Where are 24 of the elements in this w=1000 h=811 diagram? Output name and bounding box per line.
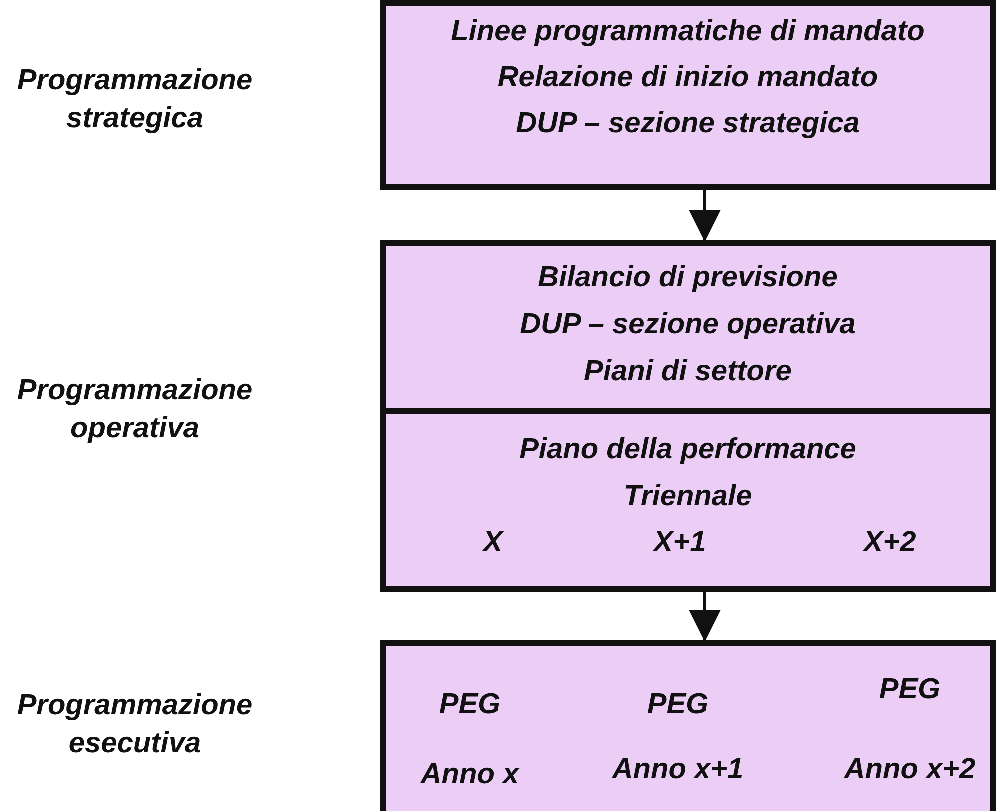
box-text: Anno x xyxy=(420,758,520,792)
box-text: Linee programmatiche di mandato xyxy=(451,16,925,48)
box-text: Triennale xyxy=(624,480,752,514)
box-text: Relazione di inizio mandato xyxy=(498,62,878,94)
box-text: PEG xyxy=(647,688,709,722)
box-text: PEG xyxy=(879,674,941,706)
level-label: Programmazione strategica xyxy=(16,63,254,136)
box-text: X+2 xyxy=(864,526,916,560)
arrow xyxy=(689,592,721,642)
box-text: DUP – sezione operativa xyxy=(520,308,856,342)
box-text: Anno x+2 xyxy=(844,754,976,786)
level-label: Programmazione esecutiva xyxy=(16,688,254,761)
box-text: PEG xyxy=(439,688,501,722)
box-text: X xyxy=(483,526,503,560)
process-box xyxy=(380,0,996,190)
level-label: Programmazione operativa xyxy=(16,373,254,446)
box-text: DUP – sezione strategica xyxy=(516,108,860,140)
box-text: X+1 xyxy=(654,526,706,560)
box-text: Bilancio di previsione xyxy=(538,262,838,294)
process-box xyxy=(380,640,996,811)
box-text: Piani di settore xyxy=(584,356,792,388)
box-text: Anno x+1 xyxy=(612,754,744,786)
arrow xyxy=(689,190,721,242)
box-text: Piano della performance xyxy=(520,434,856,466)
